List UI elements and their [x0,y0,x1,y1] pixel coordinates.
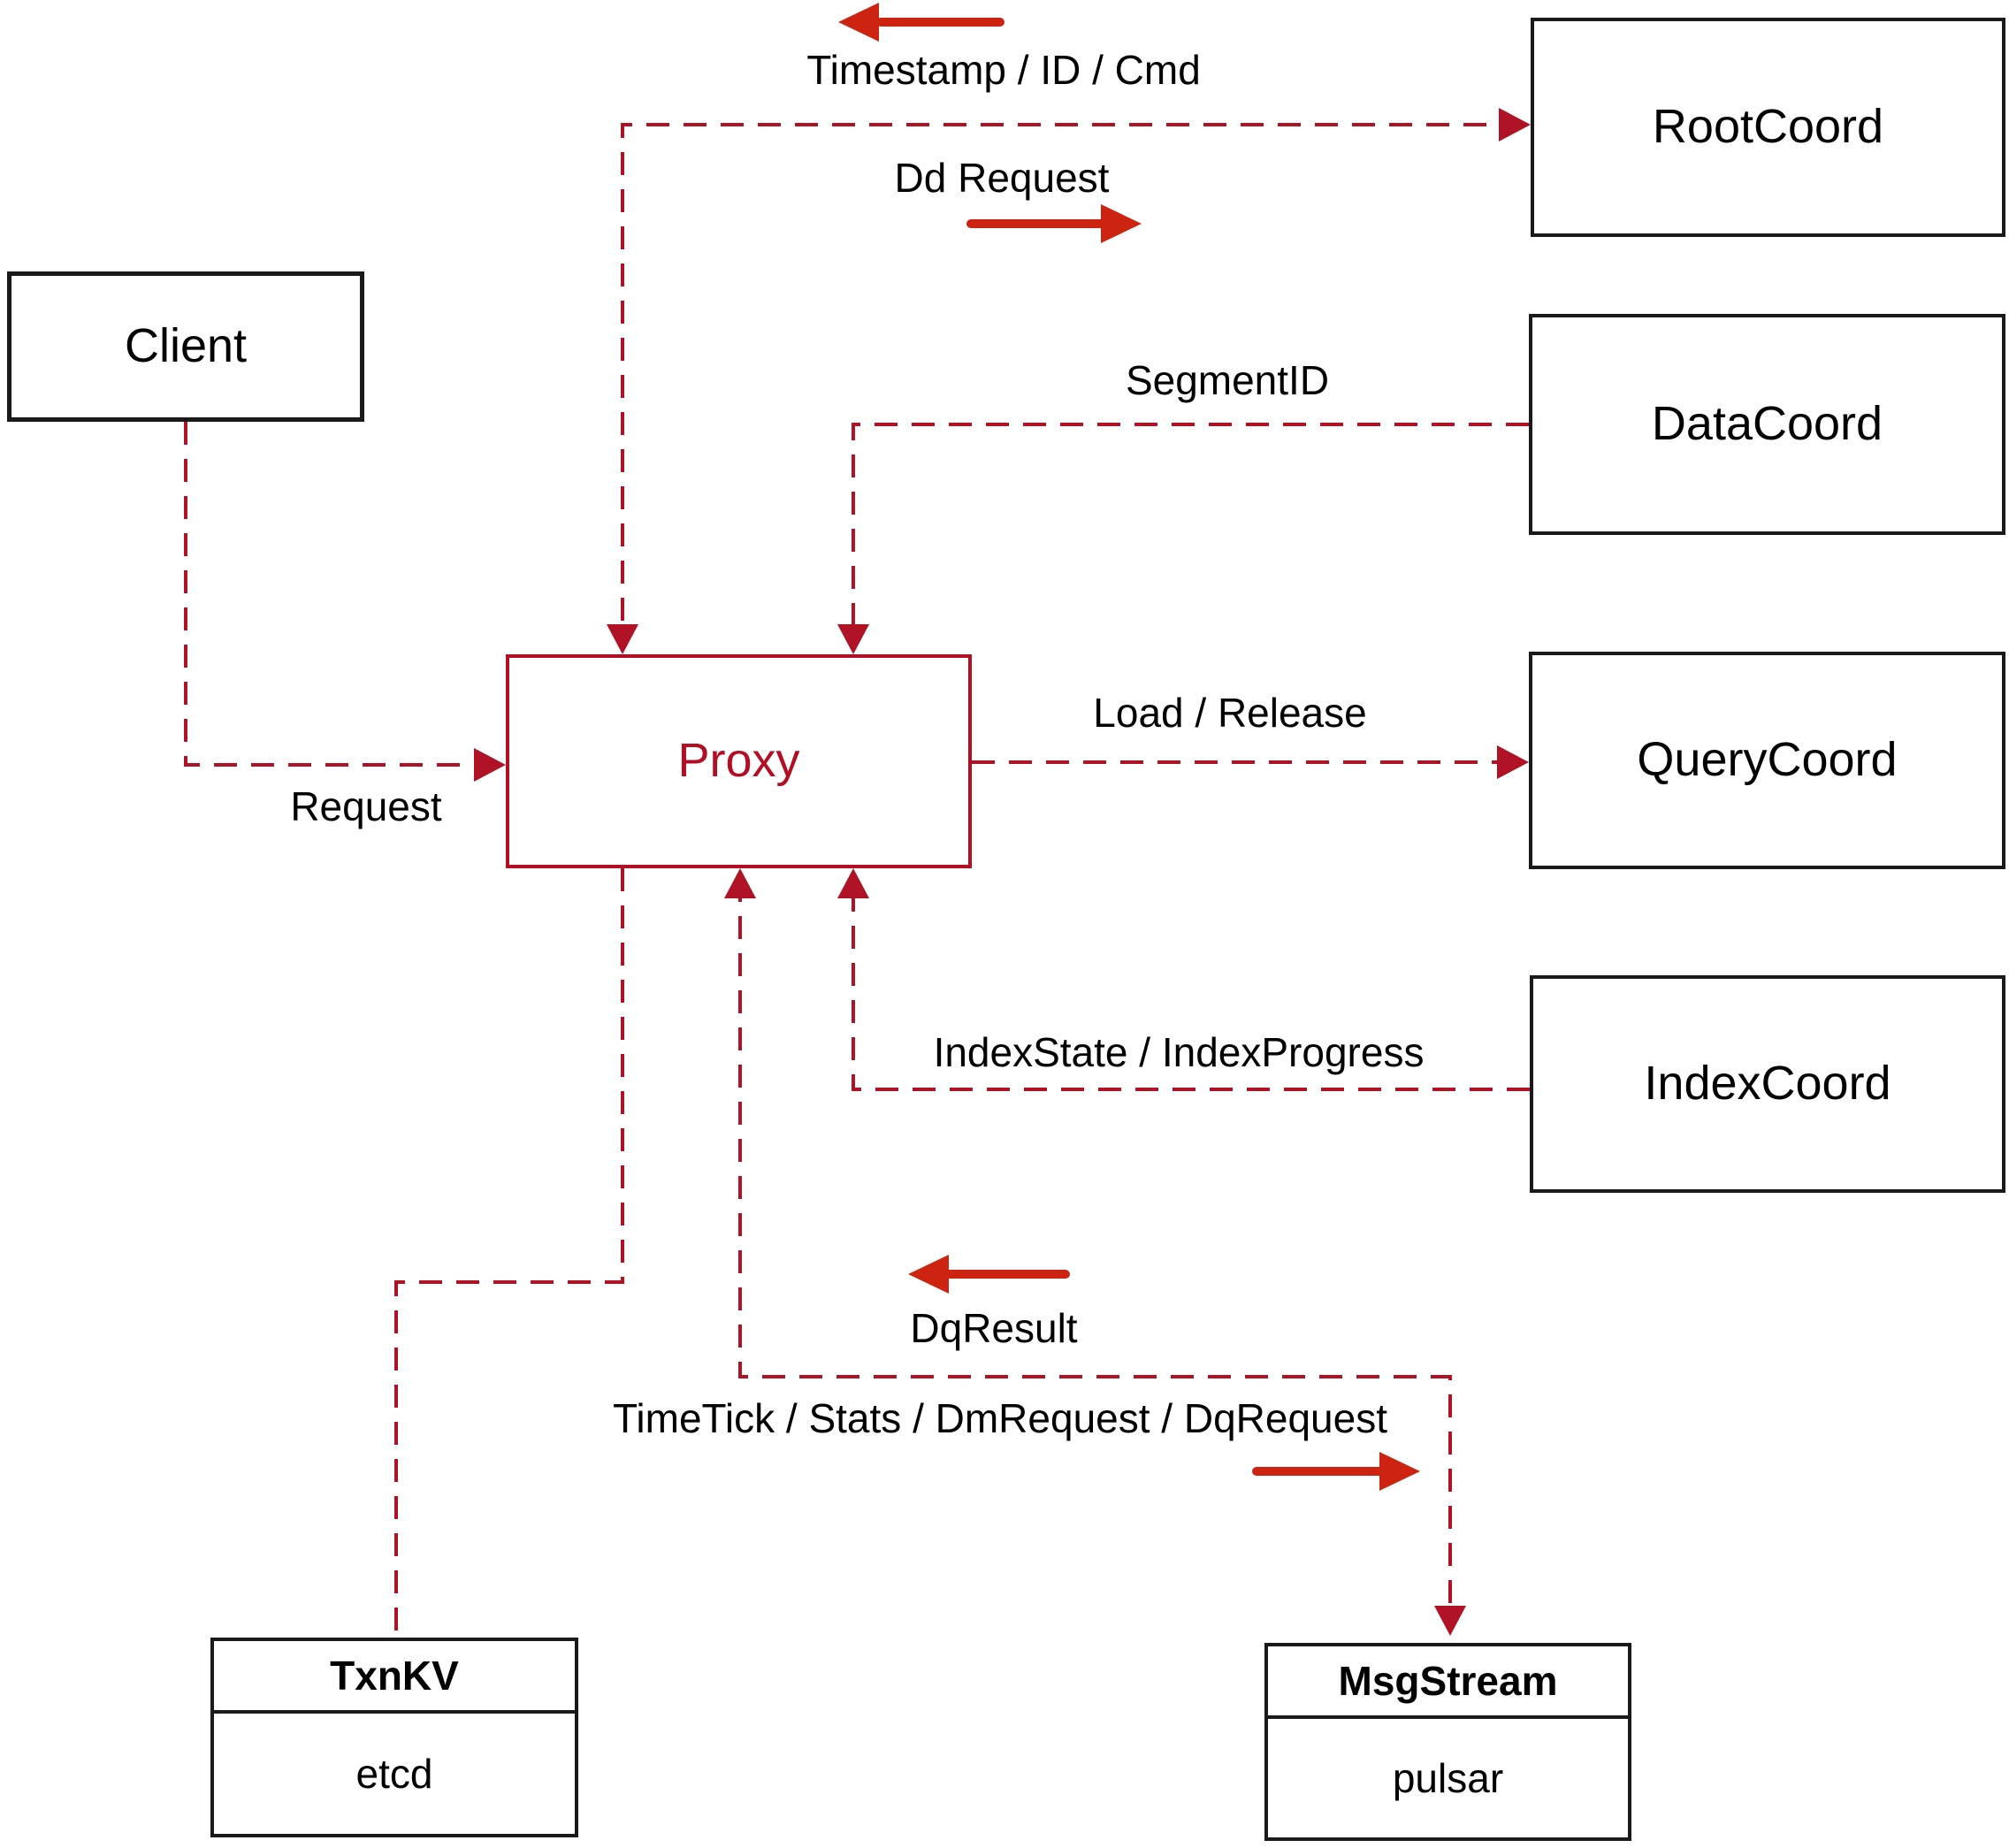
edge-proxy-rootcoord-line [621,123,1524,644]
edge-label-request: Request [290,783,442,829]
node-txnkv-title: TxnKV [214,1641,575,1714]
edge-label-dd-request: Dd Request [894,155,1110,201]
node-txnkv-impl: etcd [355,1751,433,1797]
edge-proxy-txnkv-line [394,868,624,1638]
node-rootcoord: RootCoord [1531,18,2005,237]
edge-label-dq-result: DqResult [910,1305,1078,1351]
edge-label-segment-id: SegmentID [1125,357,1330,403]
direction-arrow-left-top-icon [838,3,1004,42]
arrowhead-right-icon [1497,745,1529,779]
node-txnkv: TxnKV etcd [210,1638,578,1837]
node-indexcoord-label: IndexCoord [1644,1057,1891,1111]
edge-client-proxy [184,422,506,782]
edge-label-timetick: TimeTick / Stats / DmRequest / DqRequest [613,1395,1387,1441]
node-client: Client [7,271,364,422]
edge-proxy-rootcoord [607,108,1531,654]
edge-client-proxy-line [184,422,495,767]
arrowhead-down-icon [837,624,869,654]
edge-label-timestamp: Timestamp / ID / Cmd [806,47,1201,93]
node-msgstream: MsgStream pulsar [1264,1643,1631,1841]
direction-arrow-left-dq-result-icon [908,1255,1070,1294]
direction-arrow-right-dd-request-icon [966,204,1142,243]
edge-indexcoord-proxy-line [852,879,1530,1091]
node-msgstream-impl: pulsar [1392,1755,1504,1801]
edge-indexcoord-proxy [837,868,1530,1091]
edge-label-index-state: IndexState / IndexProgress [933,1029,1425,1075]
arrowhead-down-icon [607,624,638,654]
node-datacoord: DataCoord [1529,314,2005,535]
node-proxy-label: Proxy [677,734,800,788]
arrow-head [908,1255,949,1294]
edge-datacoord-proxy [837,423,1529,654]
arrow-head [1101,204,1142,243]
node-querycoord-label: QueryCoord [1637,733,1898,787]
edge-proxy-txnkv [394,868,624,1638]
edge-proxy-querycoord [972,745,1529,779]
arrow-head [1379,1452,1420,1491]
arrowhead-right-icon [1499,108,1531,141]
arrowhead-down-icon [1434,1606,1466,1636]
node-proxy: Proxy [506,654,972,868]
arrow-head [838,3,879,42]
direction-arrow-right-timetick-icon [1252,1452,1420,1491]
node-client-label: Client [124,319,248,373]
arrowhead-up-icon [724,868,756,898]
arrowhead-up-icon [837,868,869,898]
edge-proxy-msgstream-line [738,879,1452,1623]
node-rootcoord-label: RootCoord [1652,100,1884,154]
edge-label-load-release: Load / Release [1093,690,1367,736]
node-msgstream-title: MsgStream [1268,1646,1628,1719]
node-indexcoord: IndexCoord [1530,975,2005,1193]
edge-datacoord-proxy-line [852,423,1529,644]
node-datacoord-label: DataCoord [1651,397,1883,451]
arrowhead-right-icon [474,748,506,782]
edge-proxy-msgstream [724,868,1466,1636]
node-querycoord: QueryCoord [1529,652,2005,869]
